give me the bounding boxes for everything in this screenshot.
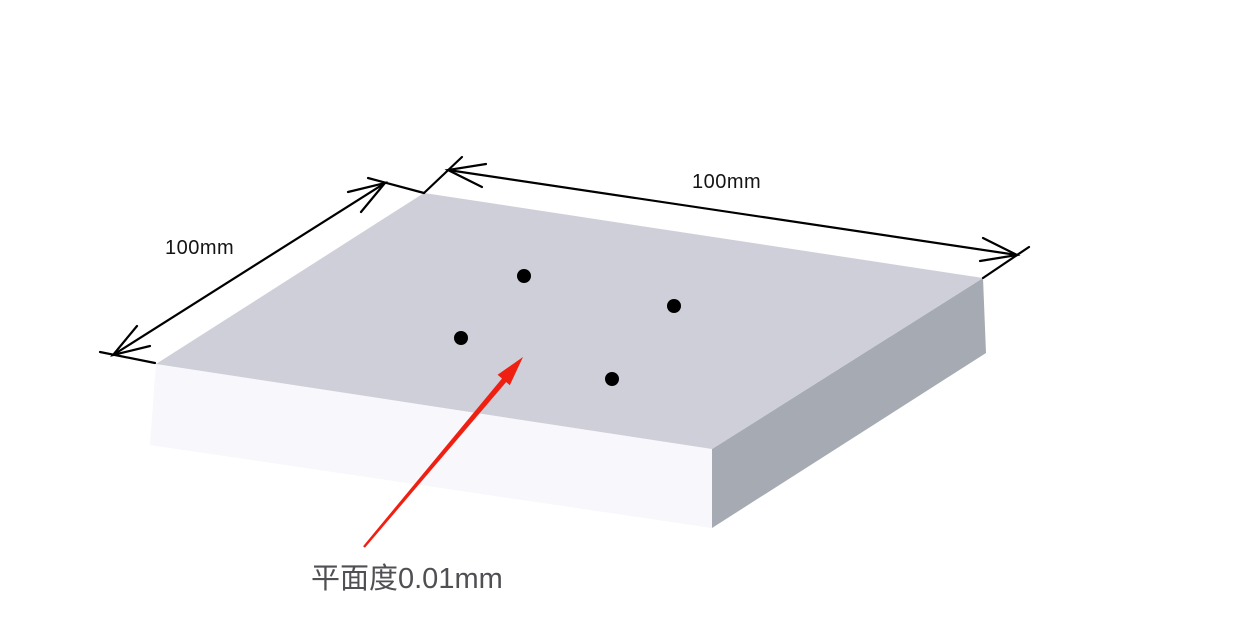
dimension-top-line <box>446 168 1019 257</box>
measurement-point <box>667 299 681 313</box>
dimension-left-label: 100mm <box>165 237 235 259</box>
plate-top-face <box>156 193 983 449</box>
leader-arrow-shaft <box>363 376 509 548</box>
dimension-left-witness-top <box>366 176 426 195</box>
dimension-left-line <box>111 181 387 357</box>
dimension-left-arrowhead-top-icon <box>346 181 388 214</box>
flatness-annotation-label: 平面度0.01mm <box>311 563 503 595</box>
dimension-left <box>98 176 426 365</box>
leader-arrowhead-icon <box>497 357 523 386</box>
measurement-points <box>454 269 681 386</box>
dimension-top-arrowhead-right-icon <box>978 236 1021 263</box>
dimension-top-witness-right <box>981 245 1031 280</box>
flatness-leader-arrow <box>363 357 523 548</box>
measurement-point <box>517 269 531 283</box>
dimension-left-witness-bottom <box>98 350 157 365</box>
measurement-point <box>605 372 619 386</box>
plate-front-face <box>150 364 712 528</box>
dimension-left-arrowhead-bottom-icon <box>110 324 152 357</box>
plate-right-face <box>712 278 986 528</box>
dimension-top-label: 100mm <box>692 171 762 193</box>
dimension-top-arrowhead-left-icon <box>444 162 488 189</box>
dimension-top-witness-left <box>422 155 464 195</box>
measurement-point <box>454 331 468 345</box>
dimension-top <box>422 155 1031 280</box>
plate-block <box>150 193 986 528</box>
